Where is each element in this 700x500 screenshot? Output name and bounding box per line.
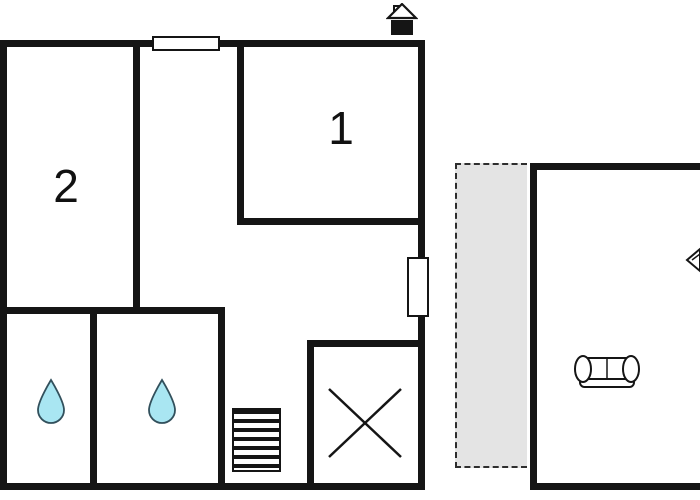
- wall-room1-left: [237, 40, 244, 225]
- wall-storage-top: [307, 340, 425, 347]
- main-wall-left: [0, 40, 7, 490]
- wall-bathrooms-mid: [90, 307, 97, 490]
- terrace-area: [455, 163, 527, 468]
- annex-wall-left: [530, 163, 537, 490]
- annex-wall-bottom: [530, 483, 700, 490]
- room-2-label: 2: [53, 160, 79, 212]
- x-mark-icon: [326, 386, 404, 460]
- window-top: [152, 36, 220, 51]
- window-right: [407, 257, 429, 317]
- wall-storage-left: [307, 340, 314, 490]
- wall-bathrooms-right: [218, 307, 225, 490]
- main-wall-bottom: [0, 483, 425, 490]
- stairs-icon: [232, 408, 281, 472]
- partial-fixture-icon: [682, 246, 700, 274]
- house-icon: [386, 3, 418, 37]
- water-drop-icon: [146, 378, 178, 424]
- annex-wall-top: [530, 163, 700, 170]
- sofa-icon: [572, 352, 642, 394]
- water-drop-icon: [35, 378, 67, 424]
- wall-bathrooms-top: [0, 307, 225, 314]
- room-1-label: 1: [328, 102, 354, 154]
- wall-room1-bottom: [237, 218, 425, 225]
- wall-room2-right: [133, 40, 140, 314]
